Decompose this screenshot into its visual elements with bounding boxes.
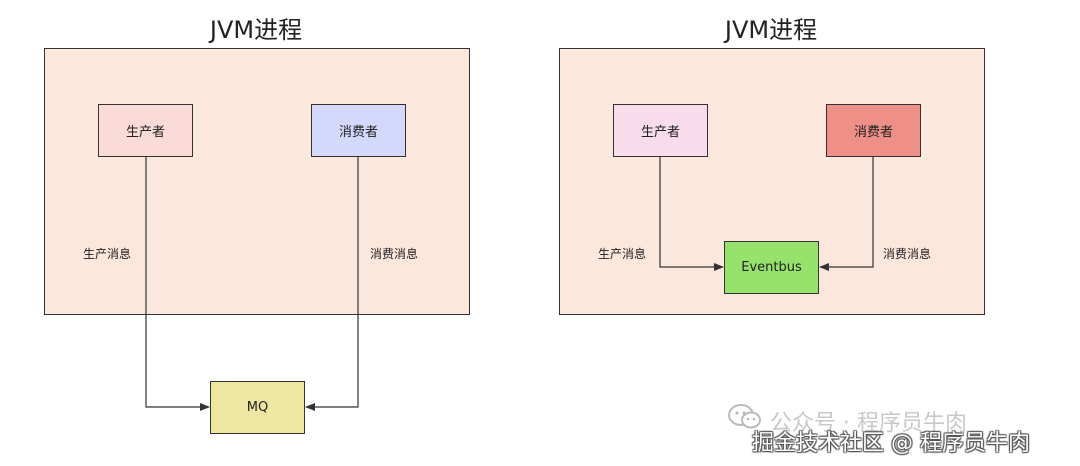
right-consume-message-label: 消费消息 bbox=[883, 247, 932, 261]
eventbus-node: Eventbus bbox=[724, 241, 819, 294]
mq-node: MQ bbox=[210, 381, 305, 434]
left-producer-node: 生产者 bbox=[98, 104, 193, 157]
left-consumer-node: 消费者 bbox=[311, 104, 406, 157]
left-diagram-title: JVM进程 bbox=[209, 16, 303, 44]
wechat-logo-icon bbox=[728, 403, 762, 431]
left-consume-message-label: 消费消息 bbox=[370, 247, 419, 261]
watermark-official-account: 公众号 · 程序员牛肉 bbox=[770, 411, 967, 436]
left-produce-message-label: 生产消息 bbox=[83, 247, 132, 261]
right-diagram-title: JVM进程 bbox=[724, 16, 818, 44]
watermark-juejin-community: 掘金技术社区 @ 程序员牛肉 bbox=[752, 431, 1030, 456]
right-consumer-node: 消费者 bbox=[826, 104, 921, 157]
left-jvm-process-box bbox=[44, 48, 470, 315]
right-producer-node: 生产者 bbox=[613, 104, 708, 157]
right-produce-message-label: 生产消息 bbox=[598, 247, 647, 261]
